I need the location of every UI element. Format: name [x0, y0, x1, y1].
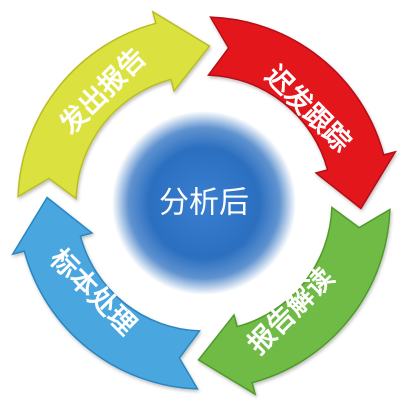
cycle-arrow-handle — [11, 196, 201, 390]
center-label: 分析后 — [159, 186, 249, 221]
cycle-arrow-report-out — [17, 10, 211, 200]
cycle-arrow-interpret — [197, 206, 391, 396]
center-hub — [112, 111, 296, 295]
cycle-arrow-follow-up — [207, 16, 397, 210]
